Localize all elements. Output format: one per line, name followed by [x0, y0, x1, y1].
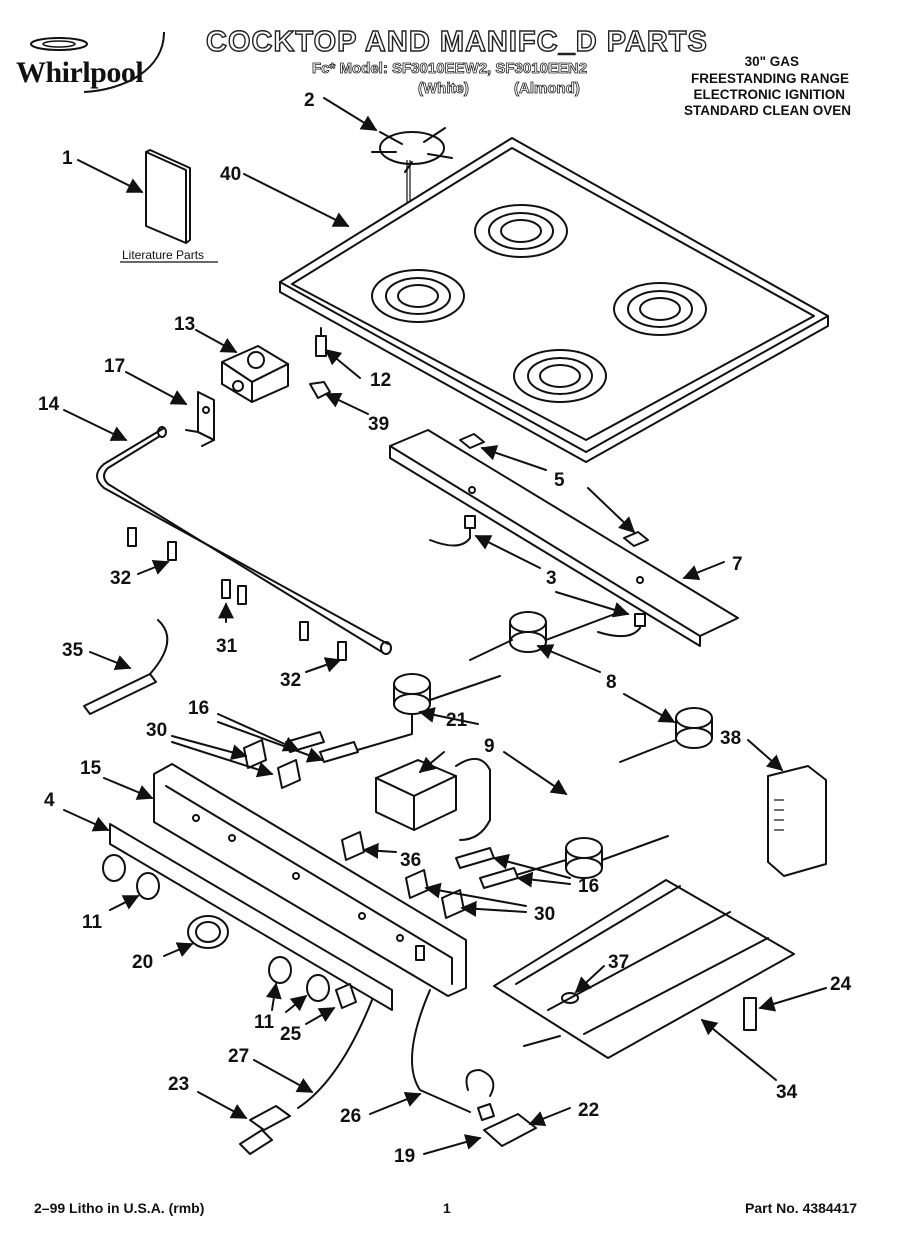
- callout-40: 40: [220, 164, 241, 185]
- callout-30-upper: 30: [146, 720, 167, 741]
- callout-1: 1: [62, 148, 73, 169]
- callout-21: 21: [446, 710, 468, 731]
- callout-22: 22: [578, 1100, 599, 1121]
- callout-24: 24: [830, 974, 852, 995]
- callout-13: 13: [174, 314, 195, 335]
- igniter-electrode: [309, 327, 331, 399]
- model-line: Fc* Model: SF3010EEW2, SF3010EEN2: [312, 60, 588, 78]
- callout-39: 39: [368, 414, 389, 435]
- logo-swirl-icon: [30, 31, 165, 93]
- desc-line-3: ELECTRONIC IGNITION: [693, 87, 846, 102]
- callout-30-lower: 30: [534, 904, 555, 925]
- desc-line-2: FREESTANDING RANGE: [690, 71, 849, 86]
- desc-line-4: STANDARD CLEAN OVEN: [683, 103, 851, 118]
- spark-module: [375, 758, 491, 841]
- literature-parts-label: Literature Parts: [122, 248, 204, 262]
- callout-25: 25: [280, 1024, 302, 1045]
- page-title: COCKTOP AND MANIFC_D PARTS: [205, 25, 708, 58]
- callout-23: 23: [168, 1074, 189, 1095]
- burner-assemblies: [329, 611, 713, 879]
- callout-34: 34: [776, 1082, 798, 1103]
- callout-38: 38: [720, 728, 741, 749]
- igniter-assembly: [83, 619, 169, 715]
- callout-36: 36: [400, 850, 421, 871]
- manifold-pipe: [96, 426, 392, 655]
- callout-7: 7: [732, 554, 743, 575]
- color-white-label: (White): [418, 80, 470, 98]
- logo-wordmark: Whirlpool: [16, 56, 144, 89]
- part-number: Part No. 4384417: [745, 1200, 858, 1216]
- callout-2: 2: [304, 90, 315, 111]
- literature-parts-booklet: Literature Parts: [120, 149, 218, 263]
- cooktop: [279, 137, 829, 463]
- callout-12: 12: [370, 370, 391, 391]
- callout-14: 14: [38, 394, 60, 415]
- control-knobs: [102, 854, 330, 1002]
- callout-32-upper: 32: [110, 568, 131, 589]
- callout-19: 19: [394, 1146, 415, 1167]
- manifold-panel: [109, 763, 467, 1011]
- callout-17: 17: [104, 356, 125, 377]
- regulator-fitting: [743, 997, 757, 1031]
- callout-35: 35: [62, 640, 84, 661]
- callout-37: 37: [608, 952, 629, 973]
- callout-leaders: [63, 97, 827, 1155]
- page-number: 1: [443, 1200, 451, 1216]
- orifice-hoods: [127, 527, 347, 661]
- callout-16-lower: 16: [578, 876, 599, 897]
- rating-plate: [767, 765, 827, 877]
- callout-20: 20: [132, 952, 153, 973]
- gas-tubes: [239, 989, 537, 1155]
- burner-box-shield: [493, 879, 795, 1059]
- callout-3: 3: [546, 568, 557, 589]
- callout-15: 15: [80, 758, 102, 779]
- pressure-regulator: [221, 345, 289, 403]
- igniter-switch: [335, 983, 357, 1009]
- callout-16-upper: 16: [188, 698, 209, 719]
- desc-line-1: 30" GAS: [744, 54, 799, 69]
- burner-support-bracket: [389, 429, 739, 647]
- valve-brackets: [243, 739, 465, 919]
- color-almond-label: (Almond): [514, 80, 581, 98]
- callout-26: 26: [340, 1106, 361, 1127]
- callout-32-lower: 32: [280, 670, 301, 691]
- callout-11-right: 11: [254, 1012, 275, 1033]
- litho-note: 2–99 Litho in U.S.A. (rmb): [34, 1200, 205, 1216]
- callout-numbers: 1 2 40 13 12 17 39 14 5 32 3 7 31 35 32 …: [38, 90, 852, 1167]
- callout-9: 9: [484, 736, 495, 757]
- callout-8: 8: [606, 672, 617, 693]
- callout-5: 5: [554, 470, 565, 491]
- callout-4: 4: [44, 790, 55, 811]
- igniter-wires: [429, 515, 646, 638]
- callout-11-left: 11: [82, 912, 103, 933]
- whirlpool-logo: Whirlpool: [14, 30, 184, 100]
- callout-27: 27: [228, 1046, 249, 1067]
- callout-31: 31: [216, 636, 238, 657]
- manifold-bracket: [185, 391, 215, 447]
